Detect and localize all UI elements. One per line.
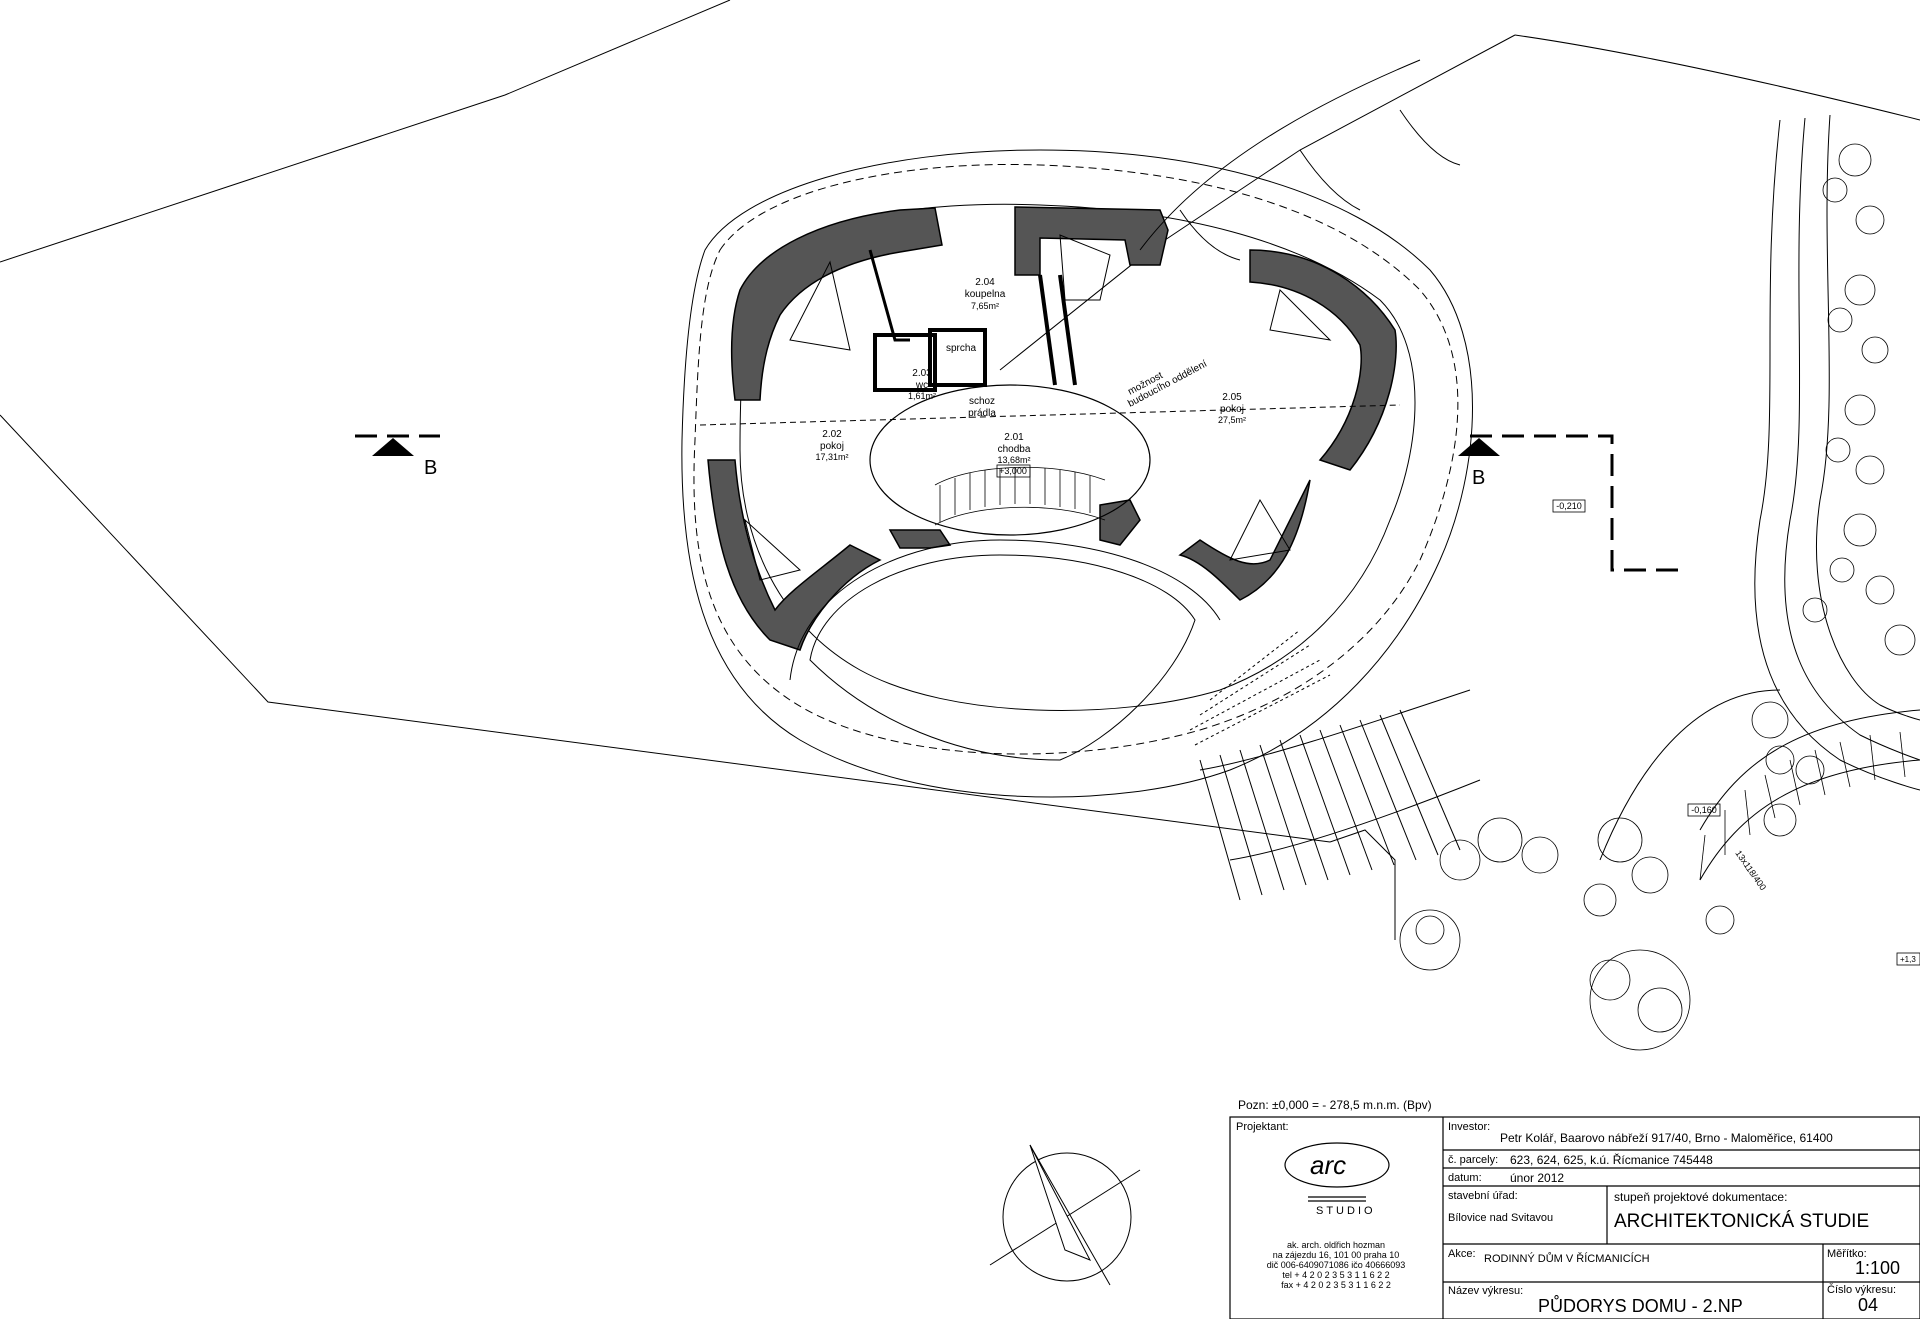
curved-stairs-right <box>1699 731 1906 881</box>
level-marker-b: -0,160 <box>1691 805 1717 815</box>
courtyard <box>809 554 1196 761</box>
studio-line: dič 006-6409071086 ičo 40666093 <box>1266 1260 1406 1270</box>
investor-value: Petr Kolář, Baarovo nábřeží 917/40, Brno… <box>1500 1131 1833 1145</box>
meritko-value: 1:100 <box>1855 1258 1901 1278</box>
room-2-03-area: 1,61m² <box>908 391 936 401</box>
parcely-label: č. parcely: <box>1448 1154 1499 1166</box>
studio-logo-sub: STUDIO <box>1316 1205 1376 1217</box>
room-2-04-number: 2.04 <box>975 277 995 288</box>
nazev-label: Název výkresu: <box>1448 1285 1524 1297</box>
terrain-inner <box>739 203 1416 711</box>
pergola-hatch <box>1189 629 1331 746</box>
room-2-01-area: 13,68m² <box>997 455 1030 465</box>
site-boundary <box>0 0 1920 940</box>
investor-label: Investor: <box>1448 1121 1491 1133</box>
studio-line: ak. arch. oldřich hozman <box>1286 1240 1386 1250</box>
garden-strip <box>1754 114 1920 791</box>
stupen-label: stupeň projektové dokumentace: <box>1614 1190 1788 1204</box>
section-arrow-right <box>1458 438 1500 456</box>
laundry-chute-label-1: schoz <box>969 396 995 407</box>
section-arrow-left <box>372 438 414 456</box>
walls <box>707 206 1397 651</box>
datum-label: datum: <box>1448 1172 1482 1184</box>
studio-logo: arc <box>1310 1150 1347 1180</box>
room-2-02-name: pokoj <box>820 441 844 452</box>
studio-address: ak. arch. oldřich hozman na zájezdu 16, … <box>1236 1240 1436 1290</box>
pergola <box>1199 689 1481 901</box>
urad-label: stavební úřad: <box>1448 1190 1518 1202</box>
trellis-top <box>1139 59 1461 261</box>
stair-hall-oval <box>869 384 1151 536</box>
level-marker-c: +1,3 <box>1900 955 1916 964</box>
stair-note: 13x118/400 <box>1733 848 1768 892</box>
interior-walls <box>868 249 1077 392</box>
arc-logo <box>1284 1142 1390 1202</box>
tree-symbol <box>1399 909 1691 1051</box>
room-2-01-name: chodba <box>998 444 1031 455</box>
title-block-frame <box>1229 1116 1920 1319</box>
room-2-02-area: 17,31m² <box>815 452 848 462</box>
shrub-symbols <box>1415 143 1916 945</box>
room-labels: 2.04 koupelna 7,65m² 2.03 wc 1,61m² 2.02… <box>424 277 1920 966</box>
stupen-value: ARCHITEKTONICKÁ STUDIE <box>1614 1211 1870 1232</box>
akce-value: RODINNÝ DŮM V ŘÍCMANICÍCH <box>1484 1253 1650 1265</box>
section-label-left: B <box>424 457 437 479</box>
urad-value: Bílovice nad Svitavou <box>1448 1212 1554 1224</box>
meritko-label: Měřítko: <box>1827 1248 1867 1260</box>
level-marker-a: -0,210 <box>1556 501 1582 511</box>
elevation-note: Pozn: ±0,000 = - 278,5 m.n.m. (Bpv) <box>1238 1098 1432 1112</box>
courtyard-outer <box>789 539 1221 681</box>
studio-line: na zájezdu 16, 101 00 praha 10 <box>1272 1250 1400 1260</box>
room-2-01-number: 2.01 <box>1004 432 1024 443</box>
roof-eaves-dashed <box>693 164 1459 755</box>
room-2-02-number: 2.02 <box>822 429 842 440</box>
north-arrow <box>989 1144 1141 1286</box>
room-2-01-level: +3,000 <box>999 466 1027 476</box>
akce-label: Akce: <box>1448 1248 1476 1260</box>
datum-value: únor 2012 <box>1510 1171 1565 1185</box>
section-line-right <box>1470 434 1686 572</box>
cislo-value: 04 <box>1858 1295 1879 1315</box>
shower-label: sprcha <box>946 343 976 354</box>
section-label-right: B <box>1472 467 1485 489</box>
interior-thin <box>699 234 1401 581</box>
nazev-value: PŮDORYS DOMU - 2.NP <box>1538 1296 1743 1316</box>
studio-line: tel + 4 2 0 2 3 5 3 1 1 6 2 2 <box>1282 1270 1390 1280</box>
laundry-chute-label-2: prádla <box>968 408 996 419</box>
room-2-04-name: koupelna <box>965 289 1006 300</box>
room-2-03-name: wc <box>915 380 928 391</box>
terrain-outline <box>681 149 1473 798</box>
room-2-05-area: 27,5m² <box>1218 415 1246 425</box>
room-2-05-name: pokoj <box>1220 404 1244 415</box>
room-2-04-area: 7,65m² <box>971 301 999 311</box>
cislo-label: Číslo výkresu: <box>1827 1284 1897 1296</box>
parcely-value: 623, 624, 625, k.ú. Řícmanice 745448 <box>1510 1153 1713 1167</box>
studio-line: fax + 4 2 0 2 3 5 3 1 1 6 2 2 <box>1281 1280 1391 1290</box>
curved-path <box>1599 689 1920 881</box>
projektant-label: Projektant: <box>1236 1121 1289 1133</box>
room-2-05-number: 2.05 <box>1222 392 1242 403</box>
room-2-03-number: 2.03 <box>912 368 932 379</box>
